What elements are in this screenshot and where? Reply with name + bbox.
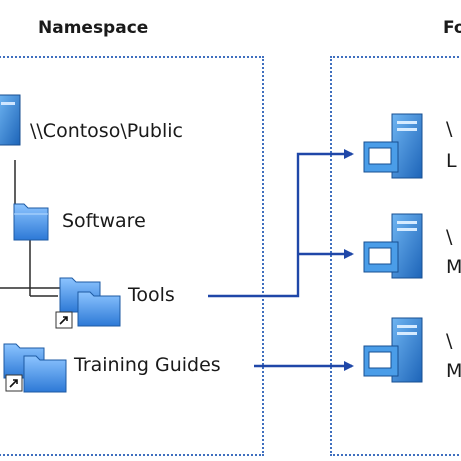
namespace-box: [0, 56, 264, 456]
software-folder-icon: [13, 203, 49, 241]
server-icon-2: [363, 213, 423, 279]
server-2-path: \: [446, 226, 453, 248]
training-guides-folder-icon: [3, 343, 67, 393]
namespace-root-label: \\Contoso\Public: [30, 120, 183, 142]
server-3-name: M: [446, 360, 461, 382]
server-icon-1: [363, 113, 423, 179]
folder-targets-heading: Fo: [443, 18, 461, 38]
folder-targets-box: [330, 56, 461, 456]
server-2-name: M: [446, 256, 461, 278]
namespace-root-icon: [0, 94, 21, 146]
server-3-path: \: [446, 330, 453, 352]
namespace-item-training-guides: Training Guides: [74, 354, 221, 376]
server-1-path: \: [446, 118, 453, 140]
tools-arrow: [208, 149, 354, 298]
namespace-item-software: Software: [62, 210, 146, 232]
server-1-name: L: [446, 150, 457, 172]
namespace-item-tools: Tools: [128, 284, 175, 306]
tools-folder-icon: [55, 277, 121, 329]
namespace-heading: Namespace: [38, 18, 149, 38]
server-icon-3: [363, 317, 423, 383]
